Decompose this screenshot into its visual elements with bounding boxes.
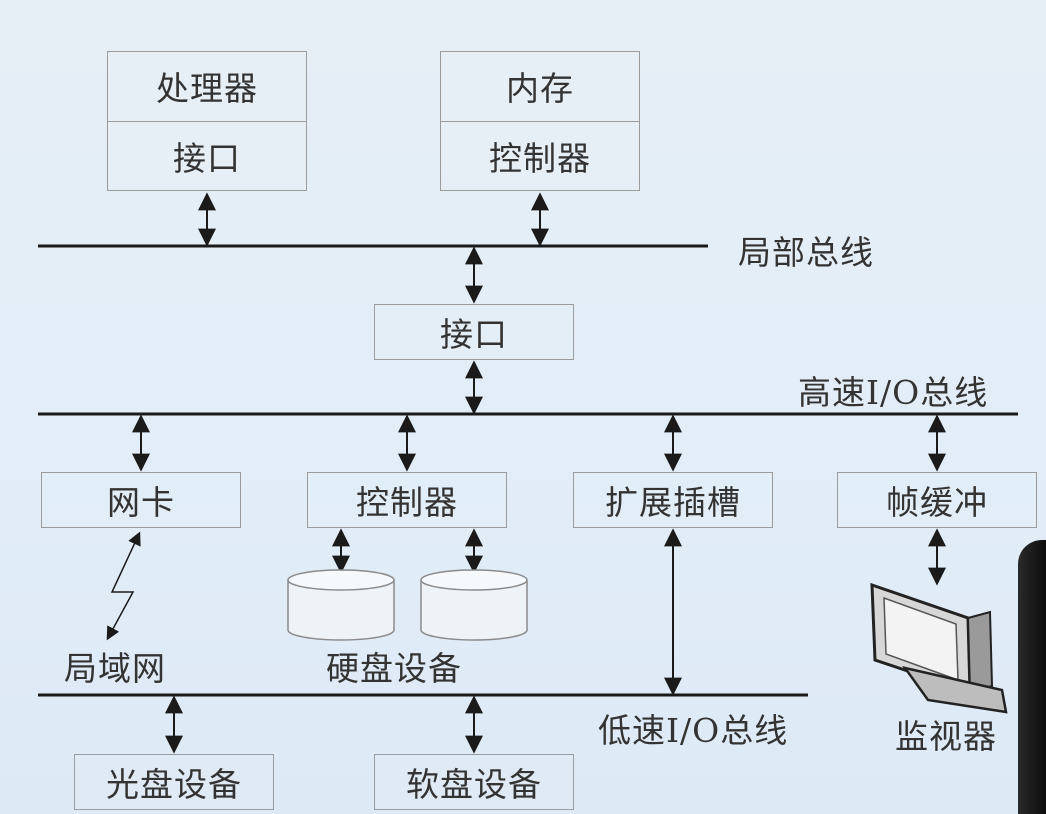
network-card-label: 网卡 bbox=[107, 483, 175, 522]
monitor-icon bbox=[870, 582, 1008, 714]
disk-controller-label: 控制器 bbox=[356, 483, 458, 522]
processor-label: 处理器 bbox=[156, 69, 258, 109]
expansion-slot-label: 扩展插槽 bbox=[605, 483, 741, 522]
processor-box: 处理器 接口 bbox=[107, 51, 307, 191]
expansion-slot-box: 扩展插槽 bbox=[573, 472, 773, 528]
bridge-interface-label: 接口 bbox=[440, 315, 508, 354]
local-bus-label: 局部总线 bbox=[738, 233, 874, 272]
hard-disk-label: 硬盘设备 bbox=[326, 649, 462, 688]
floppy-label: 软盘设备 bbox=[406, 765, 542, 804]
cdrom-label: 光盘设备 bbox=[106, 765, 242, 804]
monitor-label: 监视器 bbox=[895, 717, 997, 756]
lan-label: 局域网 bbox=[64, 649, 166, 688]
cdrom-box: 光盘设备 bbox=[74, 754, 274, 810]
presenter-silhouette bbox=[1018, 540, 1046, 814]
hard-disk-icon bbox=[287, 569, 395, 641]
frame-buffer-box: 帧缓冲 bbox=[837, 472, 1037, 528]
low-speed-io-bus-label: 低速I/O总线 bbox=[598, 711, 789, 750]
high-speed-io-bus-label: 高速I/O总线 bbox=[798, 373, 989, 412]
lan-lightning-link bbox=[106, 531, 141, 641]
bridge-interface-box: 接口 bbox=[374, 304, 574, 360]
memory-box: 内存 控制器 bbox=[440, 51, 640, 191]
hard-disk-icon bbox=[420, 569, 528, 641]
processor-interface-label: 接口 bbox=[108, 120, 306, 191]
memory-label: 内存 bbox=[506, 69, 574, 109]
frame-buffer-label: 帧缓冲 bbox=[886, 483, 988, 522]
network-card-box: 网卡 bbox=[41, 472, 241, 528]
disk-controller-box: 控制器 bbox=[307, 472, 507, 528]
memory-controller-label: 控制器 bbox=[441, 120, 639, 191]
floppy-box: 软盘设备 bbox=[374, 754, 574, 810]
